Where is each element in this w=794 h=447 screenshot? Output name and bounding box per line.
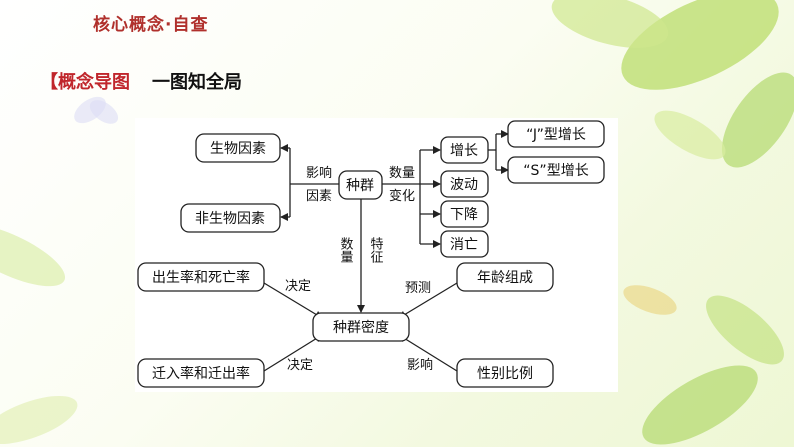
edge-label-decide-top: 决定: [285, 279, 311, 294]
node-birth-death-box: [137, 262, 265, 292]
node-grow-box: [440, 136, 489, 164]
heading-red-label: 概念导图: [58, 72, 130, 93]
node-density-box: [312, 312, 410, 342]
node-s-growth-box: [507, 156, 605, 184]
edge-label-quantity-change-1: 数量: [389, 166, 415, 181]
header-title: 核心概念·自查: [93, 15, 209, 35]
vertical-quantity-feature: 数量 特征: [338, 237, 384, 264]
section-heading: 【概念导图 一图知全局: [40, 68, 242, 94]
node-center-box: [338, 170, 383, 200]
heading-black-label: 一图知全局: [152, 72, 242, 93]
node-fluctuate-box: [440, 170, 489, 198]
vertical-label-quantity: 数量: [338, 237, 354, 263]
edge-label-affect: 影响: [407, 357, 433, 373]
arrow-immigration-to-density: [263, 334, 323, 372]
edge-label-quantity-change-2: 变化: [389, 188, 415, 204]
node-biotic: 生物因素: [210, 141, 266, 157]
node-immigration-box: [137, 358, 265, 388]
node-center: 种群: [346, 178, 374, 194]
vertical-label-feature: 特征: [368, 237, 384, 264]
node-j-growth: “J”型增长: [526, 127, 586, 143]
node-birth-death: 出生率和死亡率: [152, 269, 250, 286]
edge-label-predict: 预测: [405, 281, 431, 296]
heading-bracket: 【: [40, 72, 58, 93]
node-extinct: 消亡: [450, 237, 478, 253]
node-sex: 性别比例: [477, 366, 533, 382]
node-abiotic: 非生物因素: [195, 211, 265, 227]
node-decline-box: [440, 200, 489, 228]
edge-label-influence-1: 影响: [306, 165, 332, 181]
arrow-age-to-density: [398, 282, 458, 319]
node-age-box: [456, 262, 554, 292]
arrow-birth-to-density: [263, 282, 323, 319]
node-decline: 下降: [450, 207, 478, 223]
node-fluctuate: 波动: [450, 177, 478, 193]
node-biotic-box: [195, 133, 281, 163]
edge-label-decide-bottom: 决定: [287, 358, 313, 373]
node-density: 种群密度: [333, 319, 389, 336]
arrow-sex-to-density: [398, 334, 458, 372]
node-j-growth-box: [507, 120, 605, 148]
node-extinct-box: [440, 230, 489, 258]
node-s-growth: “S”型增长: [523, 163, 588, 179]
node-grow: 增长: [450, 143, 478, 159]
node-abiotic-box: [180, 203, 281, 233]
edge-label-influence-2: 因素: [306, 189, 332, 204]
node-sex-box: [456, 358, 554, 388]
node-immigration: 迁入率和迁出率: [152, 365, 250, 382]
node-age: 年龄组成: [477, 270, 533, 286]
